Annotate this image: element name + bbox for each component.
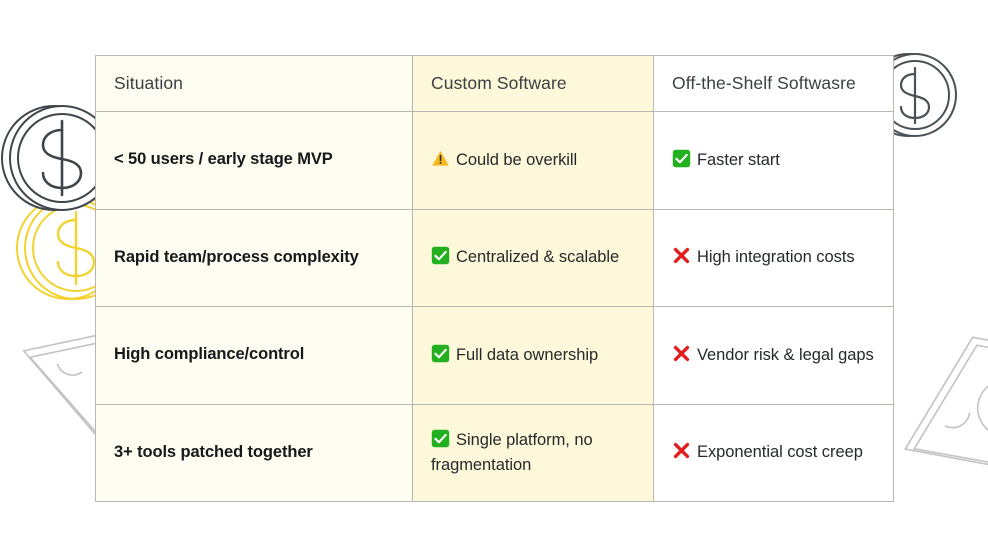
cell-custom-software-text: Could be overkill xyxy=(456,150,578,169)
cross-mark-icon xyxy=(672,344,691,363)
table-body: < 50 users / early stage MVP Could be ov… xyxy=(95,111,894,502)
cell-situation: Rapid team/process complexity xyxy=(95,208,413,307)
comparison-table: Situation Custom Software Off-the-Shelf … xyxy=(95,55,894,502)
column-header-situation: Situation xyxy=(95,55,413,112)
cell-custom-software: Centralized & scalable xyxy=(412,208,654,307)
cell-situation: < 50 users / early stage MVP xyxy=(95,111,413,210)
check-mark-button-icon xyxy=(431,246,450,265)
cell-custom-software-text: Single platform, no fragmentation xyxy=(431,431,593,474)
check-mark-button-icon xyxy=(431,429,450,448)
table-row: High compliance/control Full data owners… xyxy=(95,306,894,405)
table-header-row: Situation Custom Software Off-the-Shelf … xyxy=(95,55,894,112)
column-header-custom-software: Custom Software xyxy=(412,55,654,112)
warning-triangle-icon xyxy=(431,149,450,168)
cell-off-the-shelf: Exponential cost creep xyxy=(653,403,894,502)
cell-situation: 3+ tools patched together xyxy=(95,403,413,502)
cell-off-the-shelf: High integration costs xyxy=(653,208,894,307)
cell-off-the-shelf-text: Exponential cost creep xyxy=(697,443,863,462)
table-row: < 50 users / early stage MVP Could be ov… xyxy=(95,111,894,210)
cell-off-the-shelf: Faster start xyxy=(653,111,894,210)
table-row: 3+ tools patched together Single platfor… xyxy=(95,403,894,502)
check-mark-button-icon xyxy=(431,344,450,363)
column-header-off-the-shelf-software: Off-the-Shelf Softwasre xyxy=(653,55,894,112)
cross-mark-icon xyxy=(672,441,691,460)
cell-custom-software: Single platform, no fragmentation xyxy=(412,403,654,502)
cell-off-the-shelf-text: High integration costs xyxy=(697,248,855,267)
cell-custom-software: Full data ownership xyxy=(412,306,654,405)
cross-mark-icon xyxy=(672,246,691,265)
check-mark-button-icon xyxy=(672,149,691,168)
cell-off-the-shelf-text: Faster start xyxy=(697,150,780,169)
cell-situation: High compliance/control xyxy=(95,306,413,405)
table-row: Rapid team/process complexity Centralize… xyxy=(95,208,894,307)
table-header: Situation Custom Software Off-the-Shelf … xyxy=(95,55,894,112)
cell-custom-software-text: Full data ownership xyxy=(456,345,599,364)
cell-off-the-shelf-text: Vendor risk & legal gaps xyxy=(697,345,874,364)
cell-custom-software-text: Centralized & scalable xyxy=(456,248,620,267)
comparison-table-container: Situation Custom Software Off-the-Shelf … xyxy=(95,55,894,502)
cell-off-the-shelf: Vendor risk & legal gaps xyxy=(653,306,894,405)
cell-custom-software: Could be overkill xyxy=(412,111,654,210)
